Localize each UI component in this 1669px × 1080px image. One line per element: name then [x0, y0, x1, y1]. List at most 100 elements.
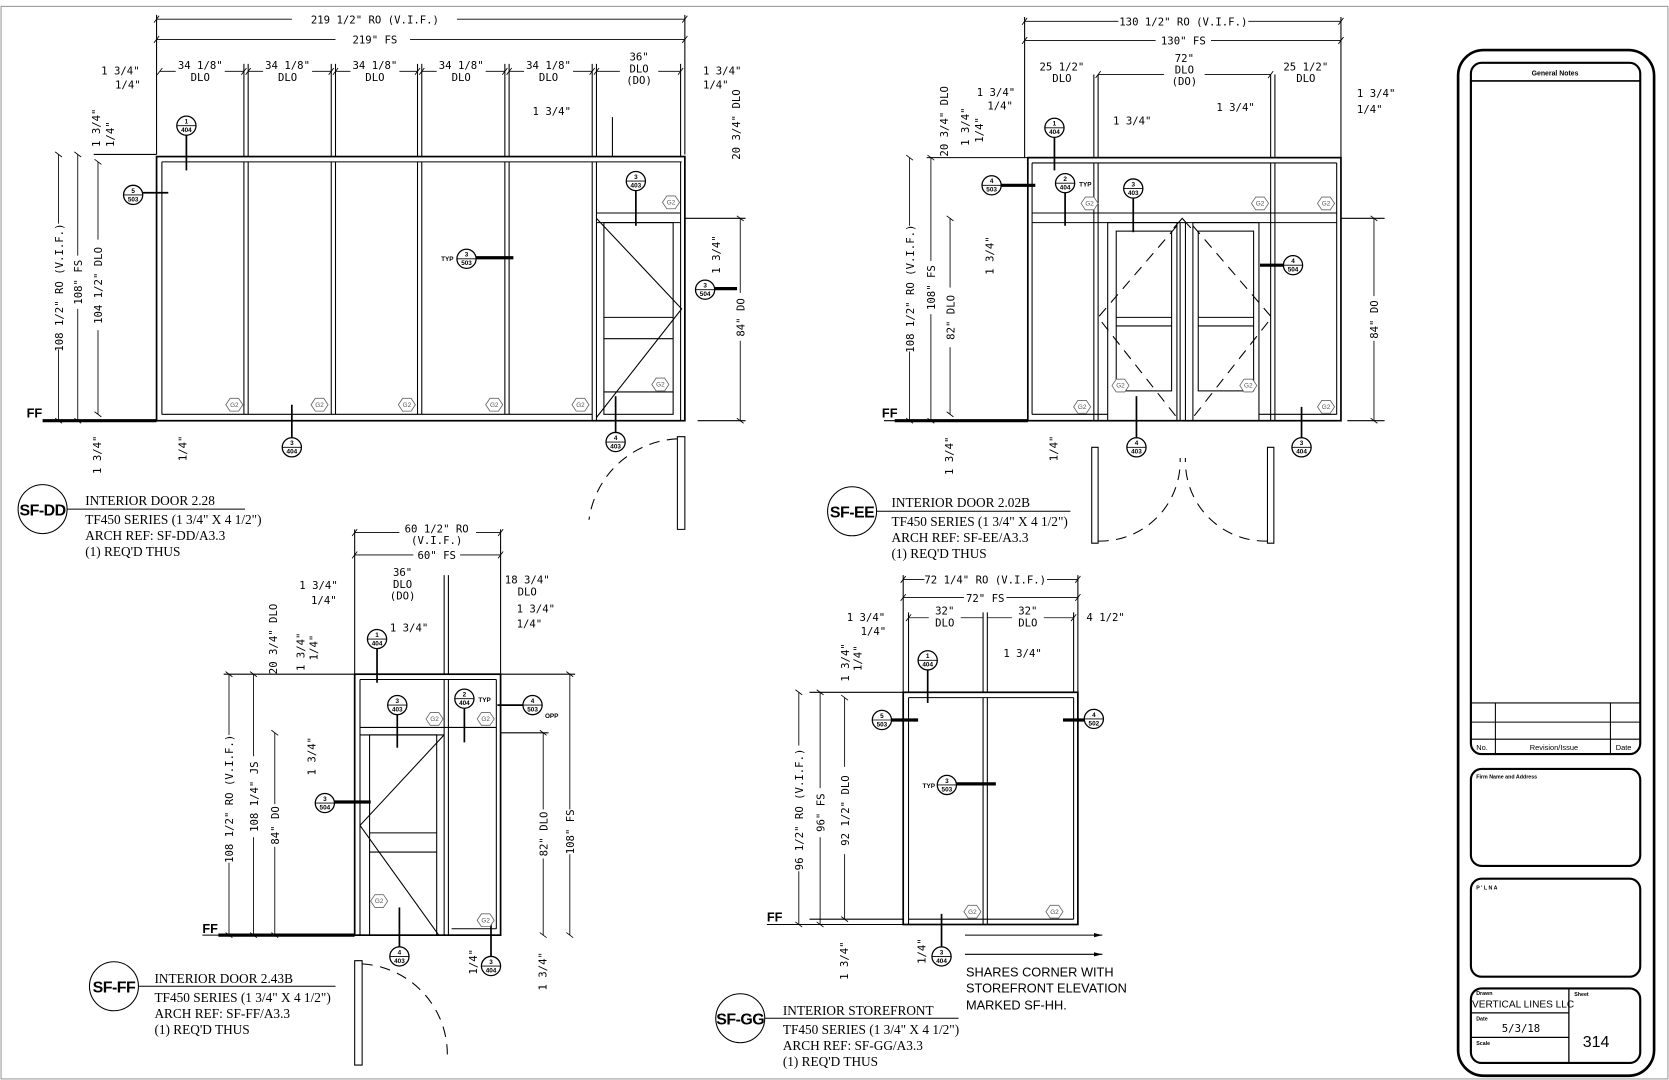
- revision-issue-header: Revision/Issue: [1530, 743, 1578, 752]
- dim-label: 1/4": [861, 625, 887, 638]
- dim-dlo-width: 34 1/8": [352, 59, 397, 72]
- dim-label: 1 3/4": [295, 633, 308, 671]
- glass-type-label: G2: [1256, 201, 1265, 208]
- dim-label: 1/4": [311, 594, 337, 607]
- dim-dlo-label: DLO: [1296, 72, 1315, 85]
- callout-detail-number: 3: [940, 949, 944, 956]
- dim-door-width: 36": [393, 566, 412, 579]
- dim-label: 1 3/4": [710, 235, 723, 273]
- callout-detail-number: 5: [880, 713, 884, 720]
- dim-label: 1/4": [176, 436, 189, 462]
- callout-detail-number: 4: [1291, 258, 1295, 265]
- corner-note-line: STOREFRONT ELEVATION: [966, 981, 1127, 996]
- dim-dlo-width: 34 1/8": [265, 59, 310, 72]
- callout-detail-number: 4: [1135, 440, 1139, 447]
- hexagon-icon: [1111, 378, 1130, 393]
- elevation-quantity: (1) REQ'D THUS: [891, 546, 986, 561]
- dim-height-dlo: 82" DLO: [944, 295, 957, 340]
- dim-dlo-label: DLO: [539, 71, 558, 84]
- glass-type-label: G2: [403, 402, 412, 409]
- glass-type-tag: G2: [661, 195, 681, 210]
- glass-type-label: G2: [1085, 201, 1094, 208]
- dim-height-ro: 108 1/2" RO (V.I.F.): [904, 225, 917, 353]
- glass-type-tag: G2: [1250, 196, 1270, 211]
- dim-label: 1 3/4": [91, 436, 104, 474]
- dim-dlo-label: DLO: [629, 62, 648, 75]
- dim-label: 1/4": [467, 949, 480, 975]
- dim-label: 1 3/4": [839, 643, 852, 681]
- hexagon-icon: [476, 913, 495, 928]
- callout-detail-number: 1: [926, 653, 930, 660]
- glass-type-tag: G2: [571, 397, 590, 412]
- dim-label: 1 3/4": [517, 602, 555, 615]
- dim-dlo-label: DLO: [1018, 616, 1037, 629]
- dim-label: 1/4": [703, 78, 729, 91]
- dim-dlo-label: DLO: [1175, 63, 1194, 76]
- callout-sheet-number: 404: [287, 449, 298, 456]
- callout-sheet-number: 403: [394, 958, 405, 965]
- revision-table: No. Revision/Issue Date: [1470, 702, 1641, 755]
- glass-type-tag: G2: [1239, 378, 1258, 393]
- callout-sheet-number: 404: [922, 662, 933, 669]
- elevation-sf-gg: 72 1/4" RO (V.I.F.) 72" FS 32"DLO 32"DLO…: [715, 573, 1127, 1069]
- elevation-title: INTERIOR DOOR 2.28: [85, 493, 215, 508]
- dim-label: 1/4": [517, 617, 543, 630]
- door-swing: [1091, 446, 1275, 544]
- dim-label: 1 3/4": [1357, 87, 1395, 100]
- elevation-quantity: (1) REQ'D THUS: [154, 1022, 249, 1037]
- glass-type-label: G2: [1322, 404, 1331, 411]
- glass-type-label: G2: [667, 199, 676, 206]
- dim-do-label: (DO): [1172, 75, 1198, 88]
- hexagon-icon: [485, 397, 504, 412]
- dim-label: 1 3/4": [1216, 101, 1254, 114]
- elevation-sf-dd: 219 1/2" RO (V.I.F.) 219" FS 34 1/8"DLO …: [17, 11, 748, 559]
- glass-type-tag: G2: [651, 377, 670, 392]
- dim-label: 1 3/4": [90, 109, 103, 147]
- glass-type-label: G2: [315, 402, 324, 409]
- frame: [93, 117, 746, 422]
- hexagon-icon: [397, 397, 416, 412]
- glass-type-label: G2: [576, 402, 585, 409]
- corner-note-line: MARKED SF-HH.: [966, 998, 1067, 1013]
- dim-transom-dlo: 20 3/4" DLO: [267, 604, 280, 674]
- dim-label: 1 3/4": [703, 65, 741, 78]
- elevation-title-sf-gg: SF-GG INTERIOR STOREFRONT TF450 SERIES (…: [715, 993, 959, 1069]
- dim-dlo-label: DLO: [935, 616, 954, 629]
- elevation-title-sf-dd: SF-DD INTERIOR DOOR 2.28 TF450 SERIES (1…: [17, 484, 262, 559]
- dim-height-fs: 96" FS: [814, 793, 827, 831]
- sheet-border: [0, 5, 1669, 1080]
- callout-sheet-number: 504: [320, 804, 331, 811]
- callout-detail-number: 1: [185, 119, 189, 126]
- scale-label: Scale: [1476, 1041, 1490, 1047]
- dim-label: 1/4": [916, 938, 929, 964]
- elevation-arch-ref: ARCH REF: SF-EE/A3.3: [891, 530, 1028, 545]
- elevation-series: TF450 SERIES (1 3/4" X 4 1/2"): [891, 514, 1067, 529]
- dim-door-width: 36": [629, 51, 648, 64]
- dim-label: 1 3/4": [536, 952, 549, 990]
- callout-detail-number: 4: [1092, 712, 1096, 719]
- project-box: P ' L N A: [1469, 877, 1642, 978]
- typ-label: TYP: [923, 783, 936, 790]
- dim-dlo-label: DLO: [518, 585, 537, 598]
- door-swing: [588, 436, 686, 530]
- glass-type-tag: G2: [963, 904, 982, 919]
- date-value: 5/3/18: [1502, 1022, 1540, 1035]
- callout-sheet-number: 404: [1296, 449, 1307, 456]
- dim-height-fs: 108" FS: [72, 260, 85, 305]
- revision-no-header: No.: [1476, 743, 1488, 752]
- typ-label: TYP: [1079, 181, 1092, 188]
- callout-sheet-number: 404: [459, 700, 470, 707]
- dim-height-dlo: 92 1/2" DLO: [839, 775, 852, 845]
- dim-dlo-width: 32": [1018, 605, 1037, 618]
- callout-detail-number: 3: [489, 959, 493, 966]
- dim-transom-dlo: 20 3/4" DLO: [938, 86, 951, 156]
